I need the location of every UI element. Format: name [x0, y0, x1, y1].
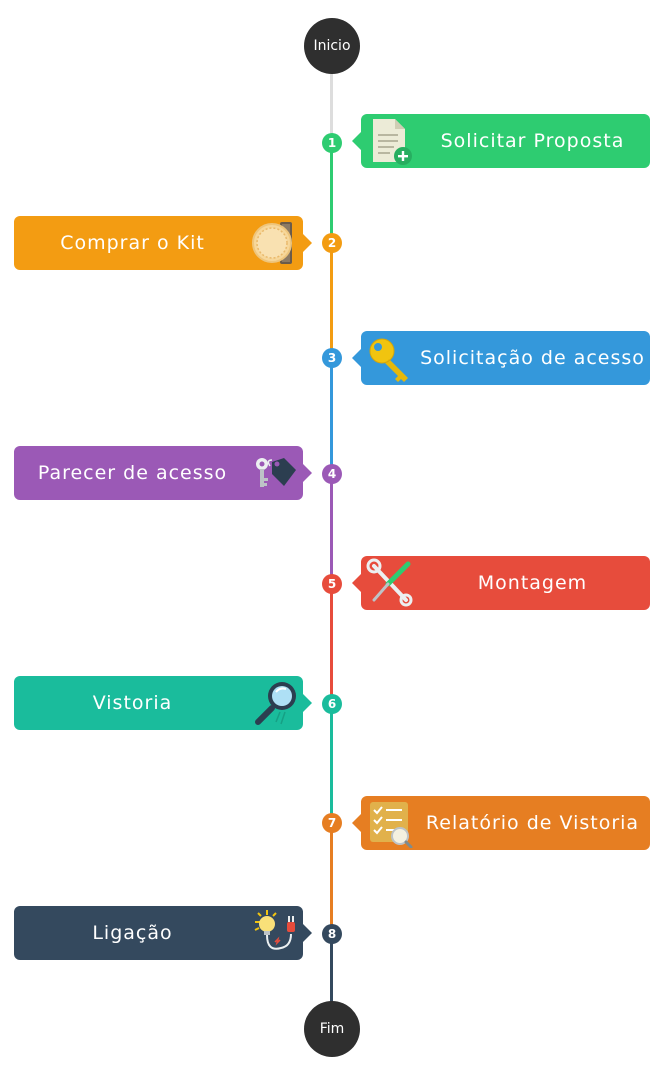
step-3-label: Solicitação de acesso	[420, 347, 645, 369]
step-6-number: 6	[322, 694, 342, 714]
timeline-line-2	[330, 243, 333, 358]
step-8-card[interactable]: Ligação	[14, 906, 312, 960]
step-1-label: Solicitar Proposta	[440, 130, 625, 152]
step-5-number: 5	[322, 574, 342, 594]
checklist-search-icon	[365, 798, 415, 848]
timeline-line-1	[330, 143, 333, 243]
step-7-label: Relatório de Vistoria	[425, 812, 640, 834]
step-3-card[interactable]: Solicitação de acesso	[352, 331, 650, 385]
step-6-label: Vistoria	[92, 692, 173, 714]
step-8-label: Ligação	[92, 922, 173, 944]
magnifier-icon	[251, 678, 301, 728]
step-4-label: Parecer de acesso	[37, 462, 228, 484]
step-4-number: 4	[322, 464, 342, 484]
timeline-line-8	[330, 934, 333, 1002]
document-add-icon	[365, 116, 415, 166]
step-8-number: 8	[322, 924, 342, 944]
step-6-card[interactable]: Vistoria	[14, 676, 312, 730]
timeline-line-start	[330, 74, 333, 143]
timeline-line-7	[330, 823, 333, 934]
timeline-line-3	[330, 358, 333, 474]
bulb-plug-icon	[251, 908, 301, 958]
timeline-line-5	[330, 584, 333, 704]
step-4-card[interactable]: Parecer de acesso	[14, 446, 312, 500]
step-2-card[interactable]: Comprar o Kit	[14, 216, 312, 270]
step-7-card[interactable]: Relatório de Vistoria	[352, 796, 650, 850]
step-5-label: Montagem	[477, 572, 588, 594]
key-tag-icon	[251, 448, 301, 498]
timeline-line-6	[330, 704, 333, 823]
tools-icon	[365, 558, 415, 608]
step-1-number: 1	[322, 133, 342, 153]
step-2-label: Comprar o Kit	[60, 232, 205, 254]
start-node: Inicio	[304, 18, 360, 74]
step-5-card[interactable]: Montagem	[352, 556, 650, 610]
step-7-number: 7	[322, 813, 342, 833]
step-1-card[interactable]: Solicitar Proposta	[352, 114, 650, 168]
end-node: Fim	[304, 1001, 360, 1057]
step-2-number: 2	[322, 233, 342, 253]
key-icon	[365, 333, 415, 383]
coin-stack-icon	[251, 218, 301, 268]
timeline-line-4	[330, 474, 333, 584]
step-3-number: 3	[322, 348, 342, 368]
